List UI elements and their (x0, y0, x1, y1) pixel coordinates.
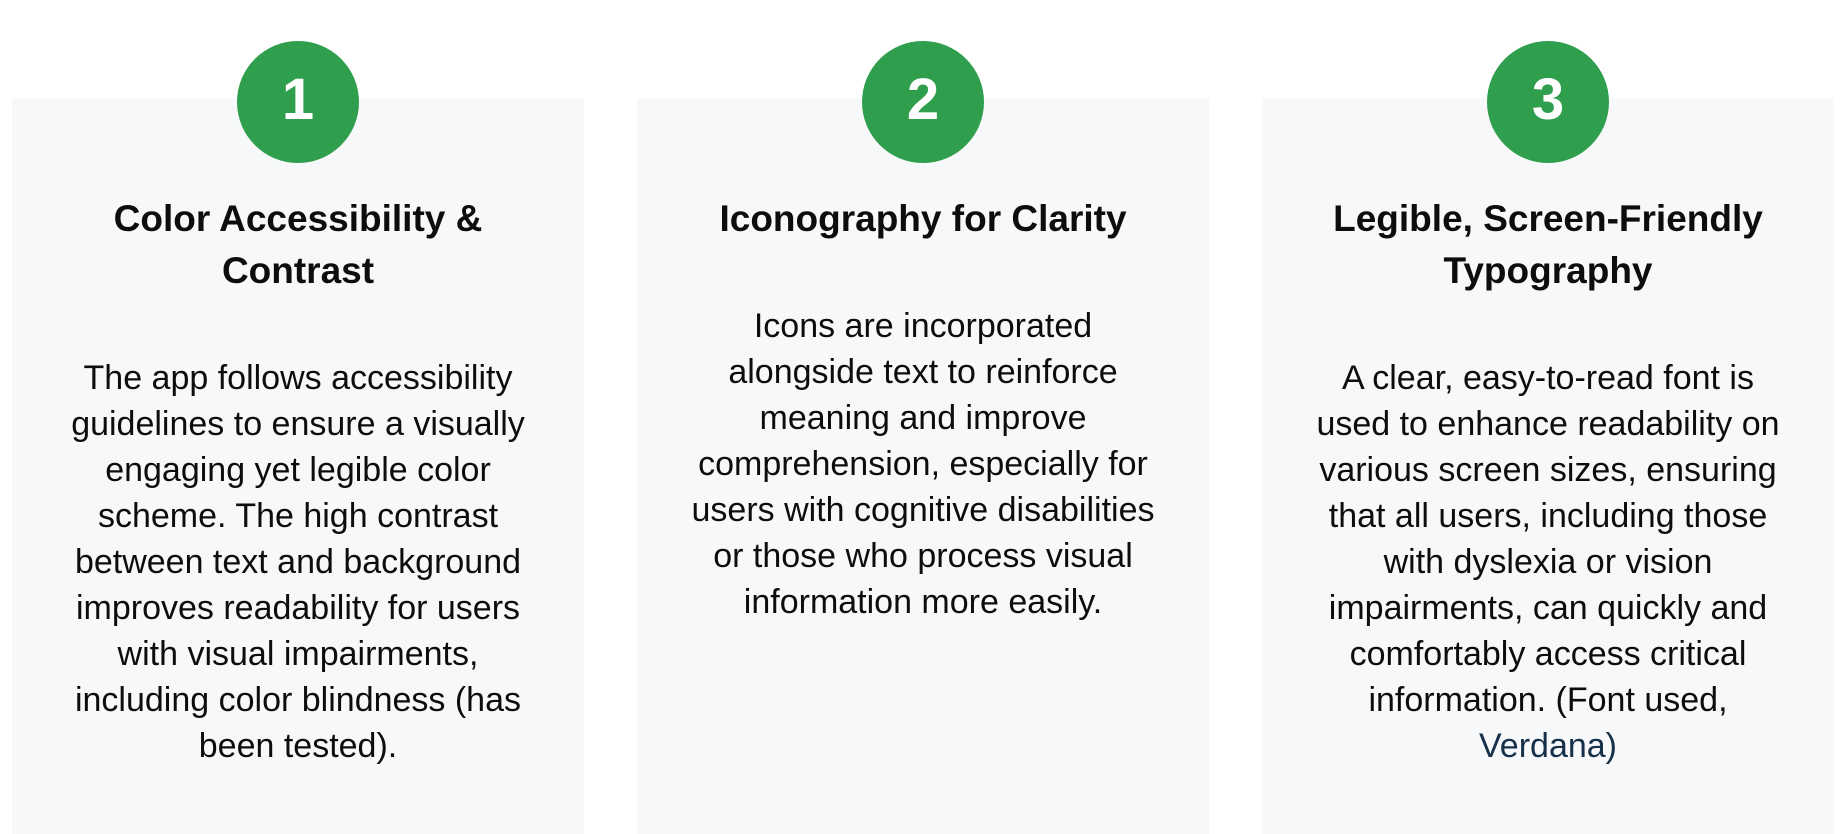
card-typography: 3 Legible, Screen-Friendly Typography A … (1262, 41, 1834, 834)
step-2-number: 2 (906, 67, 940, 132)
feature-cards-row: 1 Color Accessibility & Contrast The app… (12, 41, 1834, 834)
card-1-body-text: The app follows accessibility guidelines… (71, 359, 525, 765)
card-3-footnote-prefix: (Font used, (1555, 681, 1728, 719)
step-2-circle-badge: 2 (862, 41, 984, 163)
card-color-accessibility: 1 Color Accessibility & Contrast The app… (12, 41, 584, 834)
card-2-body: Icons are incorporated alongside text to… (685, 303, 1161, 625)
step-1-circle-badge: 1 (237, 41, 359, 163)
card-3-title: Legible, Screen-Friendly Typography (1333, 198, 1763, 291)
card-1-body: The app follows accessibility guidelines… (60, 355, 536, 769)
step-3-number: 3 (1531, 67, 1565, 132)
step-1-number: 1 (281, 67, 315, 132)
card-3-verdana-link[interactable]: Verdana) (1479, 727, 1617, 765)
card-iconography: 2 Iconography for Clarity Icons are inco… (637, 41, 1209, 834)
card-3-body: A clear, easy-to-read font is used to en… (1310, 355, 1786, 769)
step-3-circle-badge: 3 (1487, 41, 1609, 163)
card-2-body-text: Icons are incorporated alongside text to… (691, 307, 1155, 621)
card-1-title: Color Accessibility & Contrast (113, 198, 483, 291)
card-2-title: Iconography for Clarity (719, 198, 1127, 239)
card-3-body-text: A clear, easy-to-read font is used to en… (1316, 359, 1780, 719)
